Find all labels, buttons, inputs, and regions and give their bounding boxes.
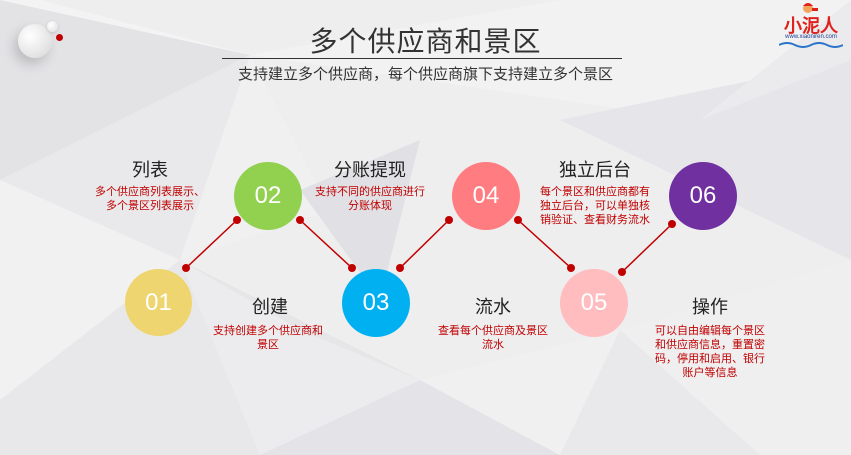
step-title-01: 创建	[252, 297, 288, 318]
step-number: 05	[580, 289, 608, 316]
step-circle-04: 04	[452, 162, 520, 230]
desc-line: 每个景区和供应商都有	[540, 185, 650, 198]
decorative-red-dot	[56, 34, 63, 41]
step-desc-02: 多个供应商列表展示、 多个景区列表展示	[80, 185, 220, 213]
step-circle-03: 03	[342, 269, 410, 337]
desc-line: 和供应商信息，重置密	[655, 338, 765, 351]
step-title-06: 独立后台	[559, 160, 631, 181]
step-circle-02: 02	[234, 162, 302, 230]
desc-line: 多个景区列表展示	[106, 199, 194, 212]
step-desc-01: 支持创建多个供应商和 景区	[198, 324, 338, 352]
desc-line: 支持不同的供应商进行	[315, 185, 425, 198]
desc-line: 账户等信息	[682, 366, 738, 379]
desc-line: 可以自由编辑每个景区	[655, 324, 765, 337]
brand-logo: 小泥人 www.xiaoniren.com	[775, 2, 847, 48]
step-number: 06	[689, 182, 717, 209]
page-title: 多个供应商和景区	[309, 25, 542, 58]
step-title-05: 操作	[692, 297, 728, 318]
step-desc-04: 支持不同的供应商进行 分账体现	[300, 185, 440, 213]
desc-line: 码，停用和启用、银行	[655, 352, 765, 365]
desc-line: 销验证、查看财务流水	[540, 213, 650, 226]
step-title-04: 分账提现	[334, 160, 406, 181]
step-number: 03	[362, 289, 390, 316]
step-desc-05: 可以自由编辑每个景区 和供应商信息，重置密 码，停用和启用、银行 账户等信息	[640, 324, 780, 380]
step-circle-01: 01	[125, 269, 192, 336]
step-title-03: 流水	[475, 297, 511, 318]
step-number: 04	[472, 182, 500, 209]
step-title-02: 列表	[132, 160, 168, 181]
decorative-sphere-small	[47, 21, 58, 32]
wave-icon	[779, 42, 843, 48]
desc-line: 查看每个供应商及景区	[438, 324, 548, 337]
desc-line: 分账体现	[348, 199, 392, 212]
step-number: 02	[254, 182, 282, 209]
desc-line: 景区	[257, 338, 279, 351]
desc-line: 流水	[482, 338, 504, 351]
step-desc-06: 每个景区和供应商都有 独立后台，可以单独核 销验证、查看财务流水	[525, 185, 665, 227]
page-subtitle: 支持建立多个供应商，每个供应商旗下支持建立多个景区	[237, 65, 613, 83]
desc-line: 多个供应商列表展示、	[95, 185, 205, 198]
step-desc-03: 查看每个供应商及景区 流水	[423, 324, 563, 352]
step-circle-06: 06	[669, 162, 737, 230]
logo-url: www.xiaoniren.com	[785, 34, 837, 40]
step-circle-05: 05	[560, 269, 628, 337]
desc-line: 独立后台，可以单独核	[540, 199, 650, 212]
step-number: 01	[145, 288, 172, 316]
desc-line: 支持创建多个供应商和	[213, 324, 323, 337]
title-underline	[222, 58, 622, 59]
mascot-logo-icon	[803, 3, 818, 13]
logo-wordmark: 小泥人	[784, 16, 838, 37]
decorative-sphere-large	[18, 24, 52, 58]
